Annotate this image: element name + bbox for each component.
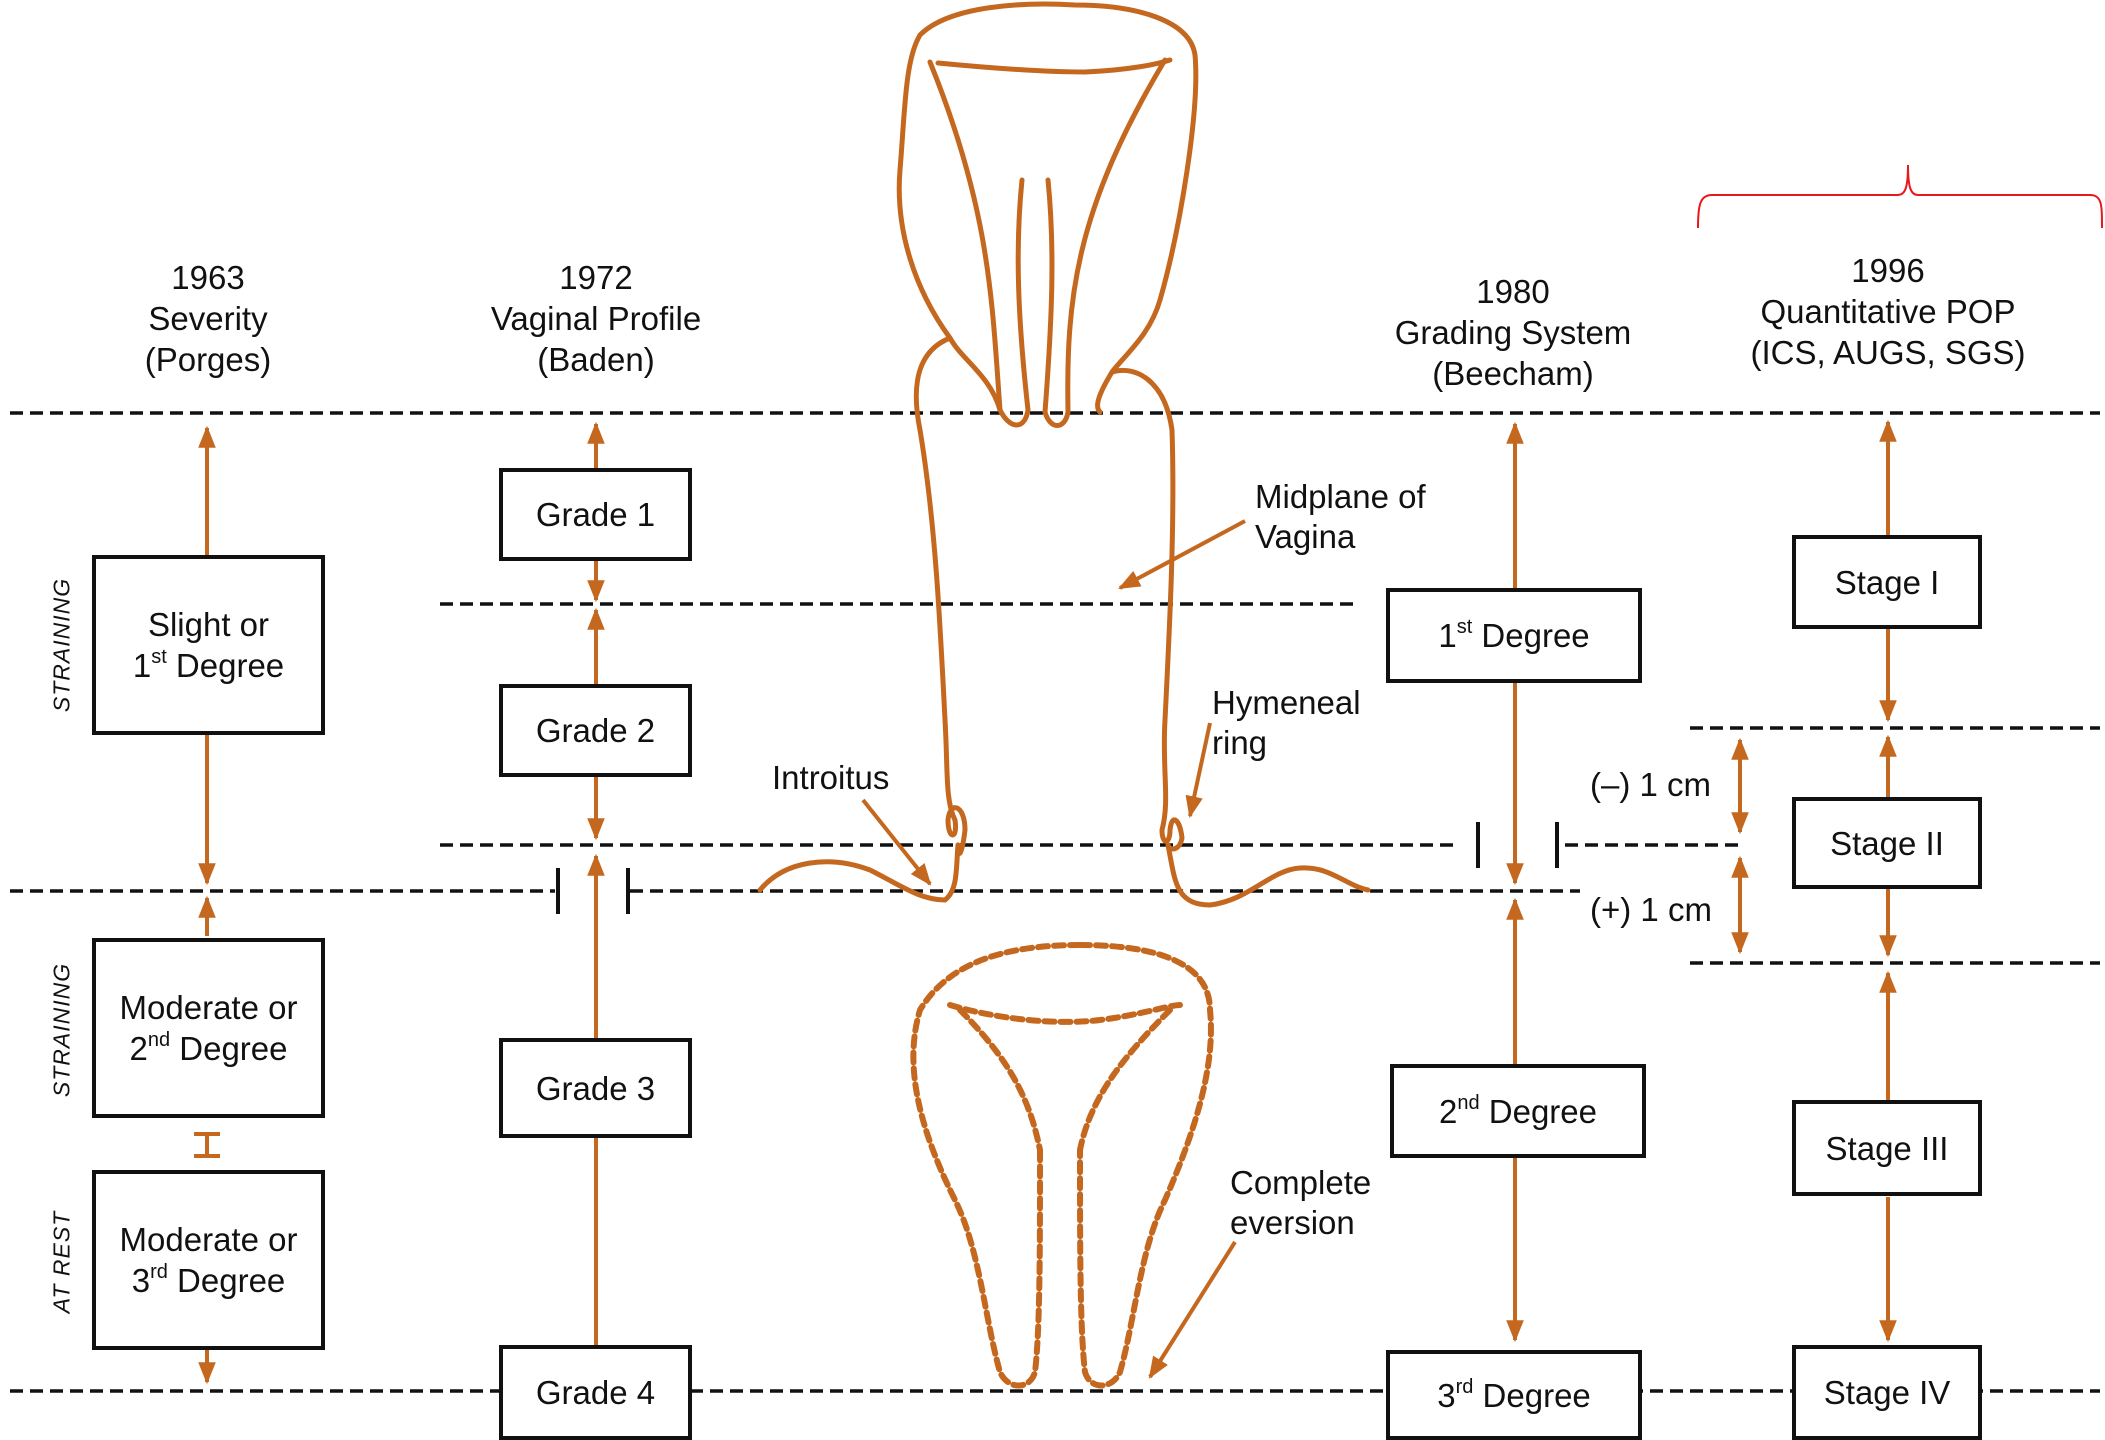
header-beecham-title: Grading System (1333, 312, 1693, 353)
porges-box-first-degree: Slight or 1st Degree (92, 555, 325, 735)
cervix-inner-right (1045, 180, 1052, 412)
side-label-straining-1: STRAINING (49, 578, 76, 712)
vaginal-wall-right (1112, 370, 1182, 849)
header-popq-author: (ICS, AUGS, SGS) (1708, 332, 2068, 373)
header-baden-year: 1972 (416, 257, 776, 298)
annotation-plus-1cm: (+) 1 cm (1590, 890, 1712, 930)
header-beecham: 1980 Grading System (Beecham) (1333, 271, 1693, 394)
porges-first-line1: Slight or (148, 604, 269, 645)
beecham-box-second-degree: 2nd Degree (1390, 1064, 1646, 1158)
header-porges-author: (Porges) (28, 339, 388, 380)
header-baden-title: Vaginal Profile (416, 298, 776, 339)
popq-box-stage-1: Stage I (1792, 535, 1982, 629)
baden-box-grade-3: Grade 3 (499, 1038, 692, 1138)
header-baden-author: (Baden) (416, 339, 776, 380)
annotation-introitus: Introitus (772, 758, 889, 798)
side-label-straining-2: STRAINING (49, 963, 76, 1097)
vaginal-wall-left (916, 338, 965, 853)
header-popq-year: 1996 (1708, 250, 2068, 291)
porges-first-line2: 1st Degree (133, 645, 284, 686)
porges-second-line1: Moderate or (120, 987, 298, 1028)
header-porges: 1963 Severity (Porges) (28, 257, 388, 380)
annotation-complete-eversion: Complete eversion (1230, 1163, 1371, 1243)
header-beecham-author: (Beecham) (1333, 353, 1693, 394)
header-porges-year: 1963 (28, 257, 388, 298)
introitus-right (1168, 845, 1368, 905)
annotation-minus-1cm: (–) 1 cm (1590, 765, 1711, 805)
complete-eversion-outline (913, 945, 1211, 1386)
beecham-box-first-degree: 1st Degree (1386, 588, 1642, 683)
baden-box-grade-1: Grade 1 (499, 468, 692, 561)
side-label-at-rest: AT REST (49, 1211, 76, 1313)
porges-box-second-degree: Moderate or 2nd Degree (92, 938, 325, 1118)
uterus-fundus (938, 60, 1170, 72)
beecham-box-third-degree: 3rd Degree (1386, 1350, 1642, 1440)
popq-box-stage-4: Stage IV (1792, 1345, 1982, 1440)
header-porges-title: Severity (28, 298, 388, 339)
baden-box-grade-4: Grade 4 (499, 1345, 692, 1440)
tick-marks (558, 822, 1557, 914)
header-baden: 1972 Vaginal Profile (Baden) (416, 257, 776, 380)
porges-third-line2: 3rd Degree (132, 1260, 286, 1301)
header-beecham-year: 1980 (1333, 271, 1693, 312)
highlight-bracket (1698, 165, 2102, 228)
popq-box-stage-2: Stage II (1792, 797, 1982, 889)
porges-ibeam (194, 1134, 220, 1156)
baden-box-grade-2: Grade 2 (499, 684, 692, 777)
header-popq: 1996 Quantitative POP (ICS, AUGS, SGS) (1708, 250, 2068, 373)
cervix-inner-left (1018, 180, 1028, 410)
porges-second-line2: 2nd Degree (129, 1028, 287, 1069)
annotation-hymeneal-ring: Hymeneal ring (1212, 683, 1361, 763)
porges-third-line1: Moderate or (120, 1219, 298, 1260)
header-popq-title: Quantitative POP (1708, 291, 2068, 332)
popq-box-stage-3: Stage III (1792, 1100, 1982, 1196)
uterus-right-canal (1068, 60, 1165, 412)
annotation-midplane: Midplane of Vagina (1255, 477, 1426, 557)
porges-box-third-degree: Moderate or 3rd Degree (92, 1170, 325, 1350)
